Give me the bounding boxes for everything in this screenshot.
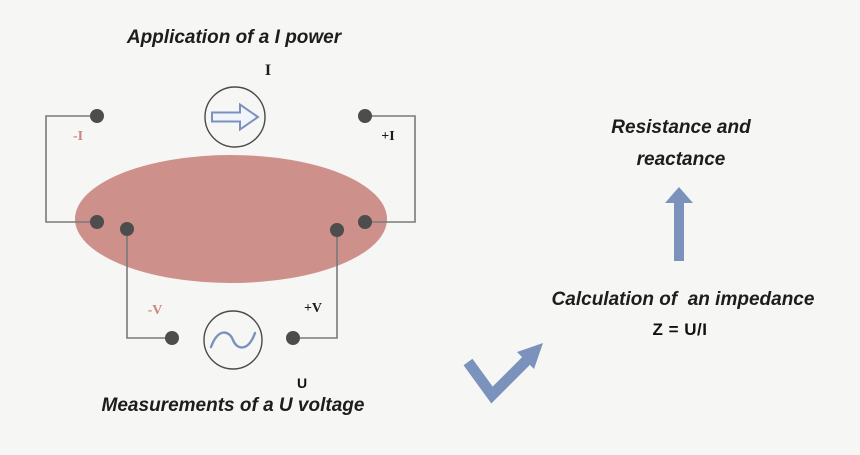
terminal-label-neg-voltage: -V xyxy=(147,303,163,318)
dot-current-source-left xyxy=(90,109,104,123)
terminal-label-pos-voltage: +V xyxy=(303,301,323,316)
current-source-label: I xyxy=(264,62,272,79)
result-text-line2: reactance xyxy=(636,149,726,170)
wire-current-left xyxy=(45,115,97,223)
caption-voltage-measurement: Measurements of a U voltage xyxy=(101,395,365,416)
dot-current-source-right xyxy=(358,109,372,123)
diagonal-arrow-shaft xyxy=(463,355,532,404)
caption-impedance-calculation: Calculation of an impedance xyxy=(551,289,815,310)
wire-voltage-right xyxy=(293,230,338,339)
terminal-label-pos-current: +I xyxy=(381,129,395,144)
wire-current-right xyxy=(365,115,416,223)
diagonal-arrow-head-icon xyxy=(517,343,543,369)
terminal-label-neg-current: -I xyxy=(72,129,84,144)
dot-electrode-current-right xyxy=(358,215,372,229)
sample-ellipse xyxy=(75,155,387,283)
right-block-arrow-icon xyxy=(211,102,260,132)
dot-electrode-voltage-right xyxy=(330,223,344,237)
dot-electrode-voltage-left xyxy=(120,222,134,236)
dot-voltmeter-left xyxy=(165,331,179,345)
dot-voltmeter-right xyxy=(286,331,300,345)
result-text-line1: Resistance and xyxy=(611,117,751,138)
impedance-formula: Z = U/I xyxy=(652,320,708,339)
sine-wave-icon xyxy=(209,331,257,349)
dot-electrode-current-left xyxy=(90,215,104,229)
voltage-source-label: U xyxy=(296,375,308,391)
wire-voltage-left xyxy=(126,229,172,339)
terminal-dots xyxy=(90,109,372,345)
up-arrow-icon xyxy=(665,187,693,261)
title-current-application: Application of a I power xyxy=(126,27,342,48)
